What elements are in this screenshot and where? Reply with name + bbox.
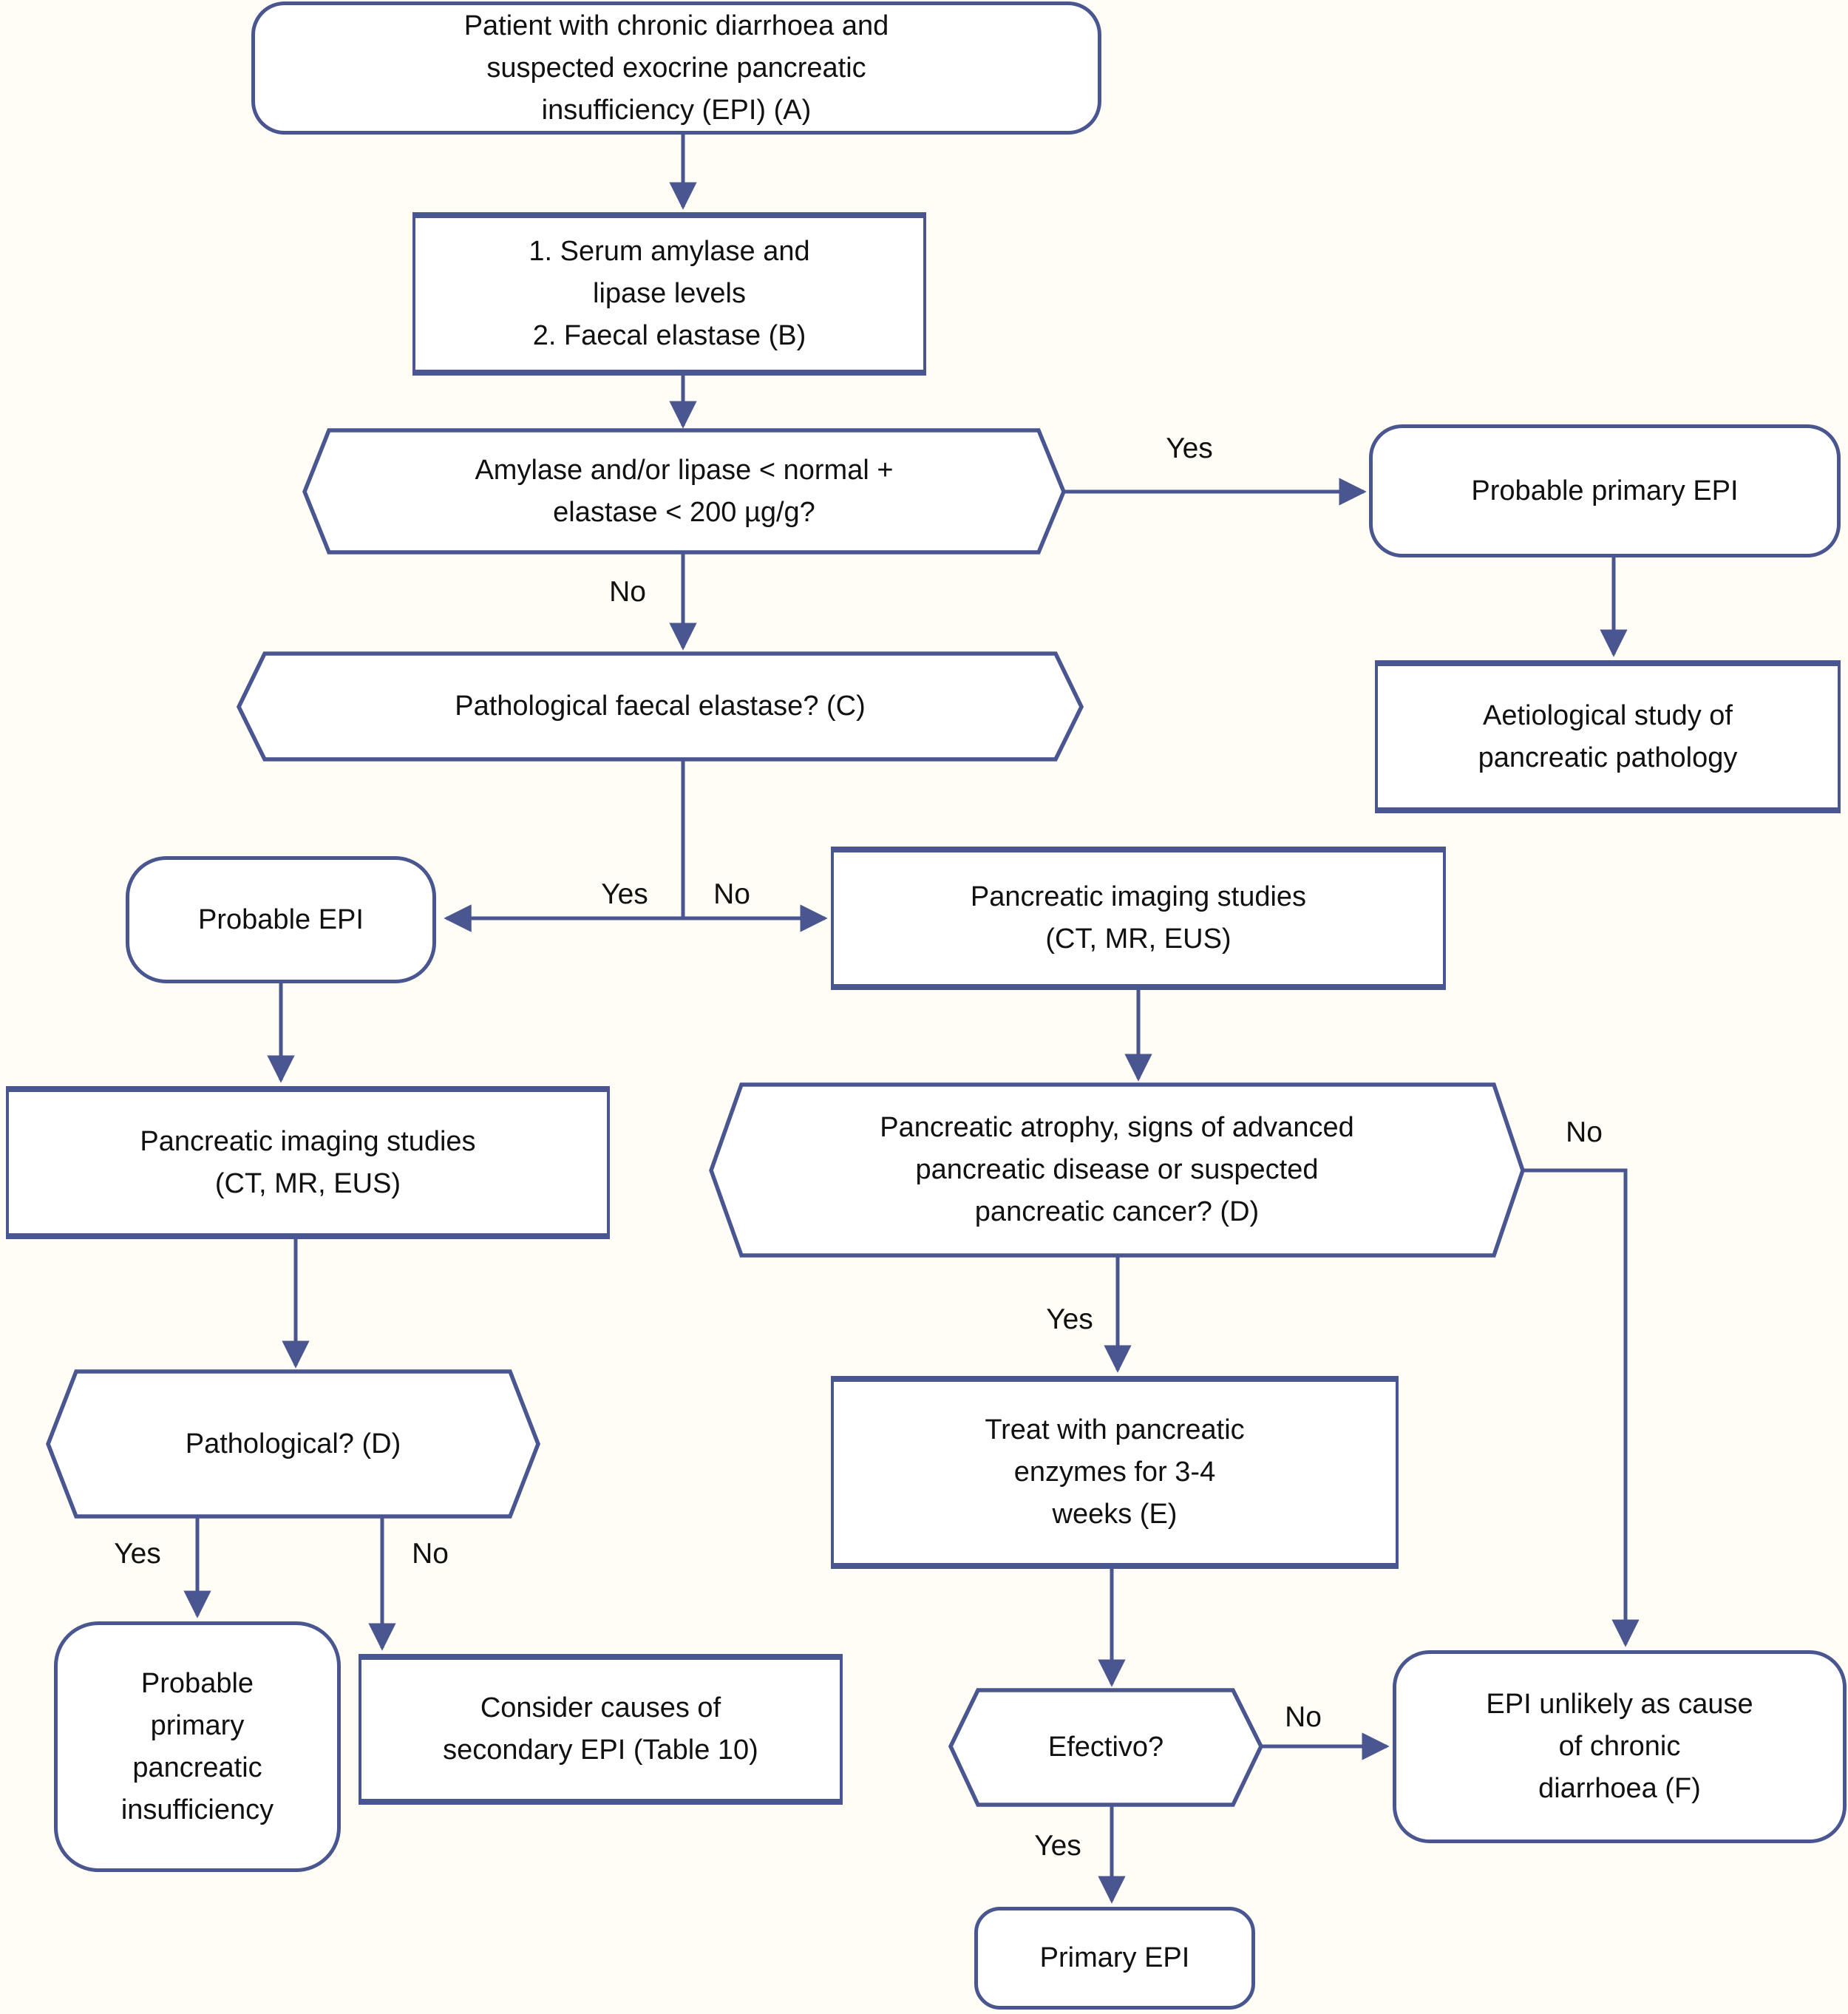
node-patient: Patient with chronic diarrhoea and suspe… <box>251 1 1101 135</box>
label-amylase-no: No <box>609 576 646 608</box>
node-imaging-right: Pancreatic imaging studies (CT, MR, EUS) <box>831 847 1446 990</box>
node-tests: 1. Serum amylase and lipase levels 2. Fa… <box>412 212 926 376</box>
node-imaging-left: Pancreatic imaging studies (CT, MR, EUS) <box>6 1086 610 1239</box>
node-probable-primary-pancreatic-label: Probable primary pancreatic insufficienc… <box>120 1667 274 1825</box>
amylase-decision-hexagon <box>302 428 1066 555</box>
node-probable-primary-epi: Probable primary EPI <box>1369 424 1841 557</box>
label-pathological-yes: Yes <box>114 1538 161 1570</box>
node-tests-label: 1. Serum amylase and lipase levels 2. Fa… <box>529 236 810 351</box>
node-probable-primary-epi-label: Probable primary EPI <box>1471 475 1739 506</box>
node-epi-unlikely-label: EPI unlikely as cause of chronic diarrho… <box>1486 1689 1753 1804</box>
node-primary-epi: Primary EPI <box>974 1907 1255 2010</box>
node-imaging-right-label: Pancreatic imaging studies (CT, MR, EUS) <box>970 881 1307 955</box>
node-treat-enzymes-label: Treat with pancreatic enzymes for 3-4 we… <box>985 1414 1245 1530</box>
node-primary-epi-label: Primary EPI <box>1039 1942 1190 1973</box>
label-amylase-yes: Yes <box>1166 433 1213 464</box>
node-consider-secondary-label: Consider causes of secondary EPI (Table … <box>443 1692 758 1766</box>
node-consider-secondary: Consider causes of secondary EPI (Table … <box>359 1654 843 1805</box>
node-treat-enzymes: Treat with pancreatic enzymes for 3-4 we… <box>831 1376 1399 1569</box>
label-atrophy-yes: Yes <box>1046 1303 1093 1335</box>
node-aetiological-study-label: Aetiological study of pancreatic patholo… <box>1478 699 1738 773</box>
node-probable-epi: Probable EPI <box>126 856 436 983</box>
label-pathological-no: No <box>412 1538 449 1570</box>
node-patient-label: Patient with chronic diarrhoea and suspe… <box>463 10 889 126</box>
node-aetiological-study: Aetiological study of pancreatic patholo… <box>1375 660 1841 813</box>
node-probable-primary-pancreatic: Probable primary pancreatic insufficienc… <box>54 1621 341 1872</box>
edge-atrophy-no <box>1523 1168 1640 1647</box>
pathological-decision-hexagon <box>46 1369 540 1519</box>
node-imaging-left-label: Pancreatic imaging studies (CT, MR, EUS) <box>140 1125 476 1199</box>
atrophy-decision-hexagon <box>709 1082 1525 1258</box>
label-elastase-yes: Yes <box>601 878 648 910</box>
label-efectivo-yes: Yes <box>1034 1830 1081 1862</box>
faecal-elastase-decision-hexagon <box>236 651 1084 762</box>
efectivo-decision-hexagon <box>948 1688 1264 1807</box>
label-elastase-no: No <box>713 878 750 910</box>
node-epi-unlikely: EPI unlikely as cause of chronic diarrho… <box>1393 1650 1847 1843</box>
node-probable-epi-label: Probable EPI <box>198 903 364 935</box>
label-efectivo-no: No <box>1285 1701 1322 1733</box>
label-atrophy-no: No <box>1566 1116 1603 1148</box>
